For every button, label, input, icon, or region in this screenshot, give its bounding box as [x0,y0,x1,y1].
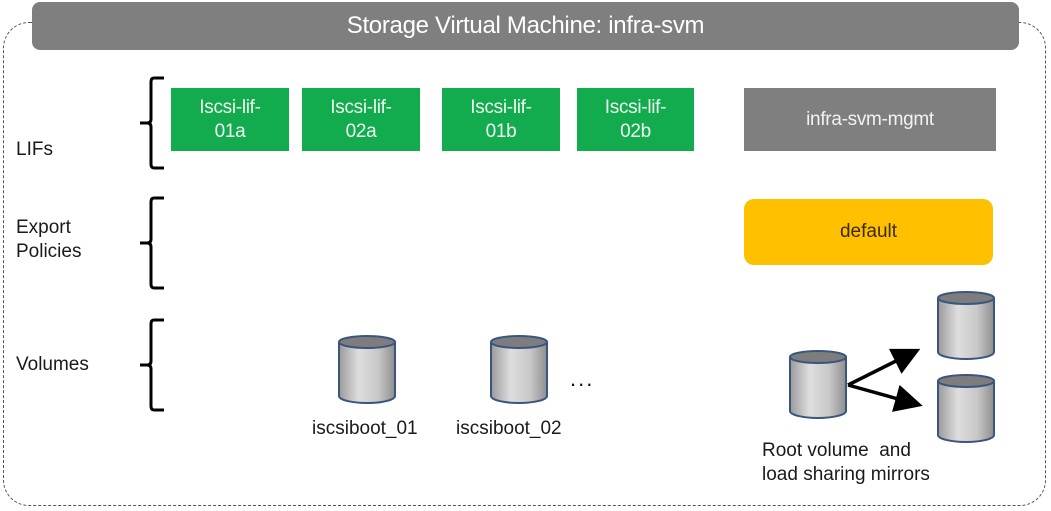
volume-label-iscsiboot-02: iscsiboot_02 [456,418,562,439]
export-policy-default[interactable]: default [744,199,993,265]
more-volumes-ellipsis: ... [570,366,595,391]
brace-volumes [140,318,164,412]
arrow-to-mirror-1 [847,348,921,387]
row-label-lifs: LIFs [16,139,53,160]
brace-lifs [140,76,164,170]
row-label-volumes: Volumes [16,354,89,375]
lif-infra-svm-mgmt[interactable]: infra-svm-mgmt [744,88,996,151]
lif-label-line1: Iscsi-lif- [330,96,392,118]
mirror-arrows [847,348,923,412]
mirror-volume-1-icon[interactable] [935,290,997,362]
svm-title: Storage Virtual Machine: infra-svm [346,12,705,39]
lif-iscsi-lif-02b[interactable]: Iscsi-lif-02b [577,88,694,151]
root-volume-caption: Root volume and load sharing mirrors [762,439,930,487]
volume-iscsiboot-02-icon[interactable] [488,334,550,406]
row-label-export-policies: Export Policies [16,217,82,262]
lif-label-line1: Iscsi-lif- [199,96,261,118]
brace-export-policies [140,196,164,290]
lif-iscsi-lif-01b[interactable]: Iscsi-lif-01b [442,88,560,151]
lif-label-line1: Iscsi-lif- [604,96,667,118]
mirror-volume-2-icon[interactable] [935,373,997,445]
export-policy-label: default [839,221,898,242]
lif-iscsi-lif-01a[interactable]: Iscsi-lif-01a [171,88,289,151]
volume-label-iscsiboot-01: iscsiboot_01 [312,418,418,439]
svm-title-bar: Storage Virtual Machine: infra-svm [32,2,1019,50]
lif-label-line2: 01b [485,120,517,142]
root-volume-icon[interactable] [787,349,849,421]
lif-label-line2: 01a [214,120,246,142]
caption-line2: load sharing mirrors [762,464,930,485]
arrow-to-mirror-2 [847,383,923,412]
lif-label-line2: 02b [620,120,651,142]
lif-label-line2: 02a [345,120,377,142]
volume-iscsiboot-01-icon[interactable] [336,334,398,406]
lif-iscsi-lif-02a[interactable]: Iscsi-lif-02a [302,88,420,151]
caption-line1: Root volume and [762,440,911,461]
mgmt-lif-label: infra-svm-mgmt [806,108,934,130]
lif-label-line1: Iscsi-lif- [470,96,532,118]
